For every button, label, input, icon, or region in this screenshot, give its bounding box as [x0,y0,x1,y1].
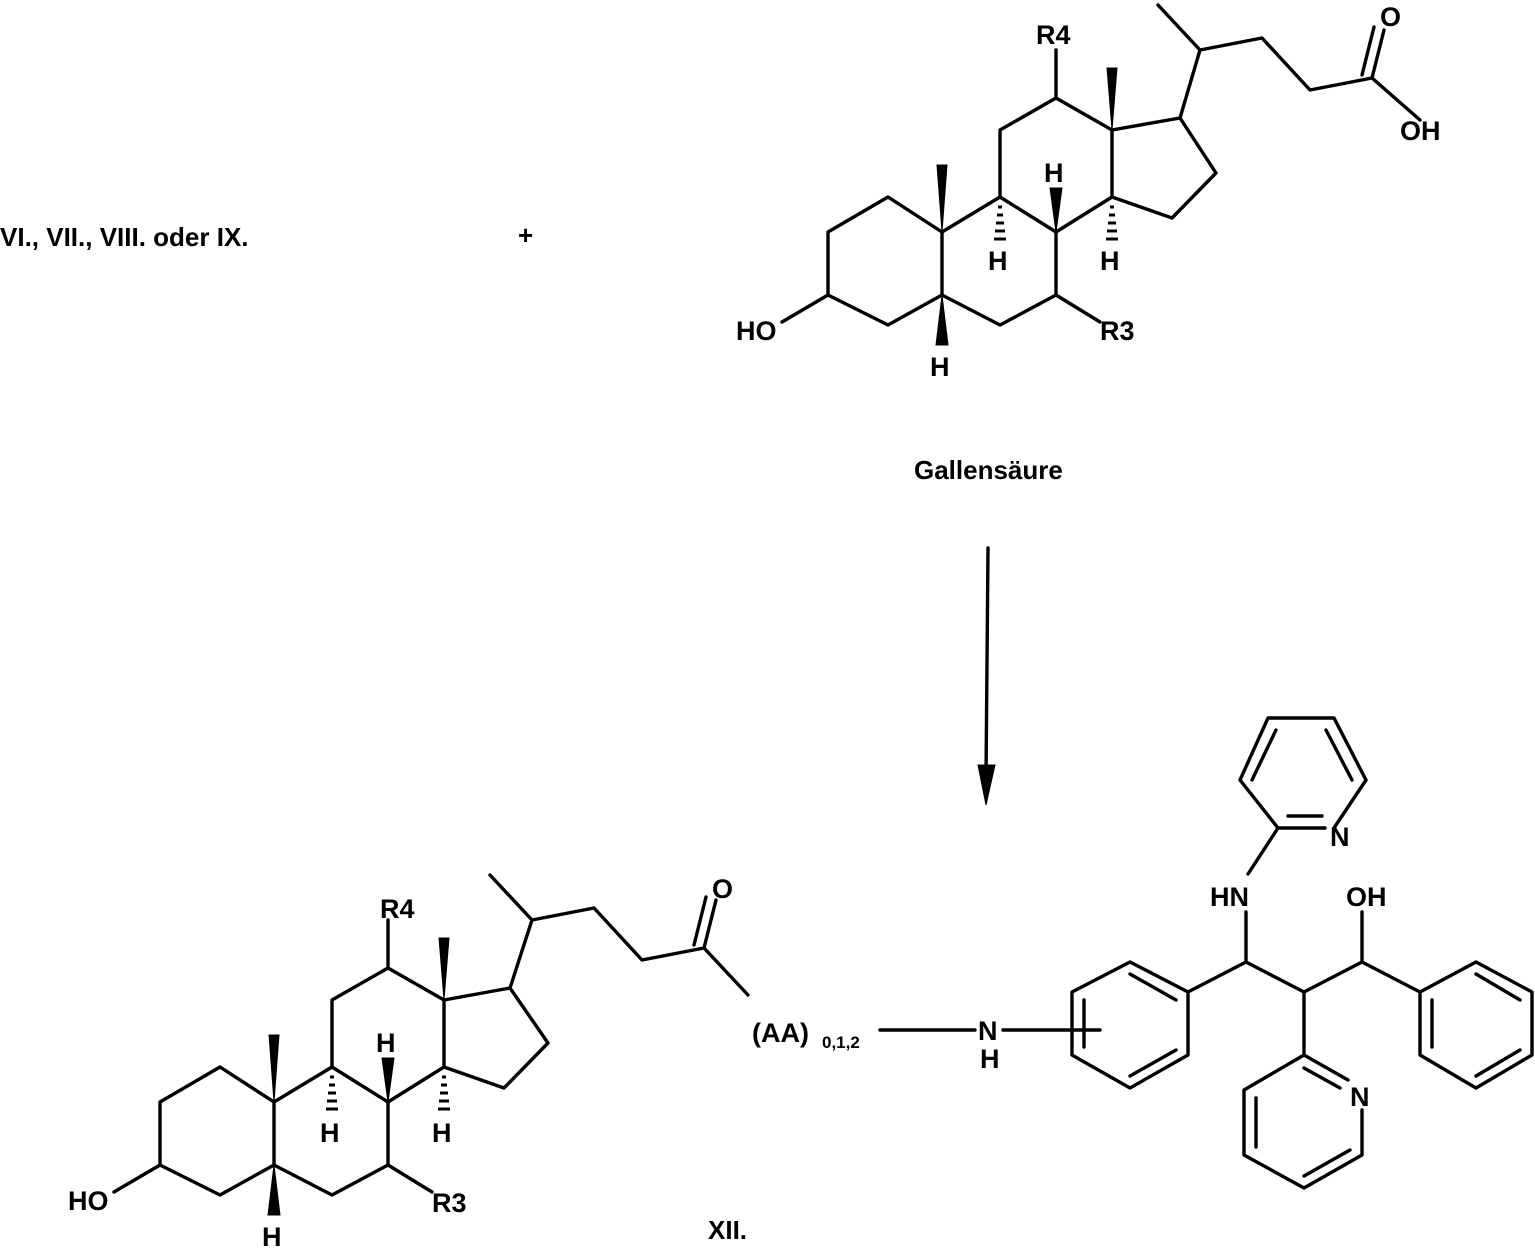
bile-acid-h5-wedge [936,295,948,345]
product-r4-label: R4 [380,894,415,924]
bile-acid-oh-bond [782,295,828,322]
reaction-arrow [978,548,995,805]
product-carbonyl-o-label: O [712,874,733,904]
product-h5-wedge [268,1165,280,1215]
left-phenyl-inner-bonds [1084,974,1176,1076]
bile-acid-c10-methyl-wedge [937,165,947,232]
product-c10-methyl-wedge [269,1035,279,1102]
product-structure: R4 R3 HO O H H H H (AA) 0,1,2 N H HN OH … [68,718,1532,1248]
bile-acid-h9-label: H [988,246,1008,276]
product-ring-d [444,988,548,1088]
product-h9-hash [326,1077,338,1109]
hn-to-upper-pyridine-bond [1248,828,1278,874]
bile-acid-r4-label: R4 [1036,20,1071,50]
amine-hn-label: HN [1210,882,1249,912]
bile-acid-h14-label: H [1100,246,1120,276]
linker-aa-label: (AA) [752,1018,809,1048]
bile-acid-h14-hash [1106,207,1118,239]
central-chain [1188,962,1420,992]
product-ring-a [160,1067,274,1195]
bile-acid-ring-d [1112,118,1216,218]
nh-n-label: N [978,1016,998,1046]
bile-acid-h9-hash [994,207,1006,239]
right-phenyl-inner-bonds [1432,974,1520,1076]
product-ho-label: HO [68,1186,109,1216]
lower-pyridine-inner-bonds [1256,1068,1350,1176]
bile-acid-r3-bond [1056,295,1100,322]
product-h5-label: H [262,1222,282,1248]
product-oh-bond [114,1165,160,1192]
bile-acid-ring-a [828,197,942,325]
lower-pyridine-ring [1244,1055,1362,1188]
product-c13-methyl-wedge [439,938,449,1000]
bile-acid-h5-label: H [930,352,950,382]
product-side-chain [490,875,748,995]
bile-acid-structure: R4 R3 HO O OH H H H H [736,2,1441,382]
bile-acid-h8-label: H [1044,158,1064,188]
alcohol-oh-label: OH [1346,882,1387,912]
bile-acid-acid-oh-label: OH [1400,116,1441,146]
right-phenyl-ring [1420,962,1532,1088]
product-h8-label: H [376,1028,396,1058]
bile-acid-c13-methyl-wedge [1107,68,1117,130]
linker-subscript: 0,1,2 [822,1033,860,1052]
product-h8-wedge [382,1058,394,1102]
lower-pyridine-n-label: N [1350,1082,1370,1112]
left-phenyl-ring [1072,962,1188,1088]
product-r3-label: R3 [432,1188,467,1218]
bile-acid-carbonyl-bond [1362,27,1384,78]
nh-h-label: H [980,1044,1000,1074]
product-h14-label: H [432,1118,452,1148]
bile-acid-carbonyl-o-label: O [1380,2,1401,32]
bile-acid-ho-label: HO [736,316,777,346]
product-r3-bond [388,1165,432,1192]
bile-acid-r3-label: R3 [1100,316,1135,346]
product-h9-label: H [320,1118,340,1148]
upper-pyridine-inner-bonds [1252,730,1352,816]
product-carbonyl-bond [694,897,716,948]
product-h14-hash [438,1077,450,1109]
bile-acid-h8-wedge [1050,188,1062,232]
upper-pyridine-n-label: N [1330,822,1350,852]
